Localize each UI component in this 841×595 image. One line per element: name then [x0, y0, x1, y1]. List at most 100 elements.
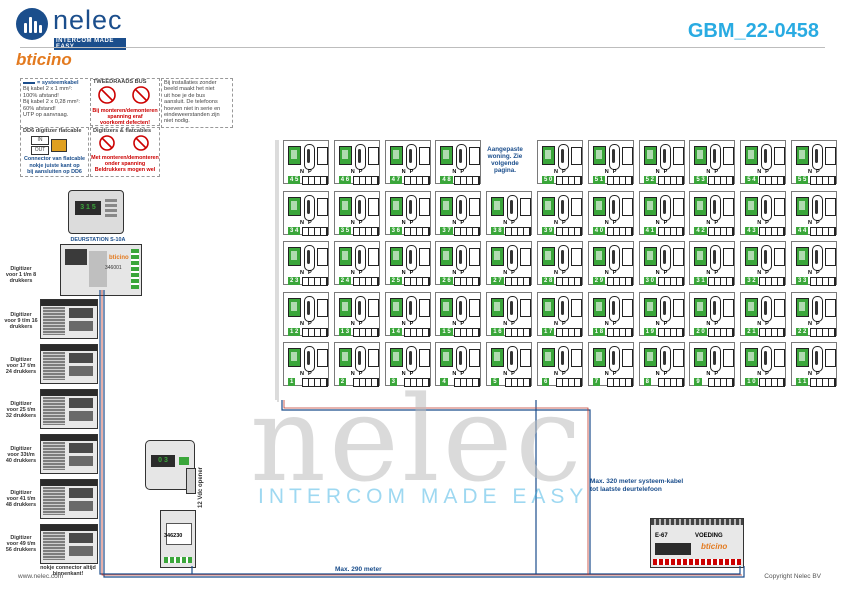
switch-icon [672, 147, 684, 165]
keypad-icon [338, 297, 352, 317]
apartment-number: 1 5 [440, 327, 453, 336]
handset-icon [608, 144, 620, 170]
switch-icon [723, 248, 735, 266]
terminal-block [403, 226, 430, 236]
apartment-number: 4 1 [643, 226, 656, 235]
switch-icon [571, 197, 582, 216]
terminal-block [810, 176, 836, 185]
terminal-block [302, 378, 328, 387]
terminal-block [810, 277, 836, 286]
keypad-icon [288, 297, 301, 317]
apartment-number: 7 [592, 378, 601, 386]
apartment-number: 2 8 [542, 277, 555, 285]
handset-icon [710, 295, 722, 322]
footer-website[interactable]: www.nelec.com [18, 573, 64, 580]
apartment-number: 6 [542, 378, 550, 386]
keypad-icon [694, 297, 708, 317]
keypad-icon [592, 247, 606, 266]
keypad-icon [643, 196, 657, 216]
np-label: NP [706, 270, 723, 276]
handset-icon [761, 245, 773, 271]
keypad-icon [491, 297, 505, 317]
terminal-block [556, 176, 582, 185]
digitizer-label: Digitizer voor 1 t/m 8 drukkers [5, 266, 37, 285]
handset-icon [507, 245, 519, 271]
digitizer-label: Digitizer voor 17 t/m 24 drukkers [5, 356, 37, 375]
handset-icon [558, 144, 569, 170]
terminal-block [657, 226, 684, 236]
door-station-label: DEURSTATION S-10A [70, 237, 126, 243]
keypad-icon [288, 348, 301, 367]
keypad-icon [592, 348, 606, 367]
np-label: NP [554, 169, 570, 175]
keypad-icon [694, 348, 708, 367]
apartment-number: 1 8 [592, 327, 606, 336]
handset-icon [354, 346, 366, 372]
switch-icon [469, 248, 481, 266]
switch-icon [317, 197, 328, 216]
handset-icon [710, 144, 722, 170]
terminal-block [606, 378, 633, 387]
handset-icon [761, 144, 773, 170]
keypad-icon [288, 196, 301, 216]
brand-name: nelec [53, 5, 123, 35]
terminal-block [302, 277, 328, 286]
switch-icon [469, 197, 481, 216]
keypad-icon [389, 297, 403, 317]
terminal-block [759, 277, 786, 286]
apartment-number: 3 8 [491, 226, 504, 235]
handset-icon [558, 295, 569, 322]
handset-icon [659, 144, 671, 170]
apartment-number: 5 3 [694, 176, 707, 184]
adjusted-unit-note: Aangepaste woning. Zie volgende pagina. [487, 146, 523, 174]
apartment-number: 4 [440, 378, 448, 386]
terminal-block [352, 226, 379, 236]
digitizer-module [40, 389, 98, 429]
switch-icon [418, 298, 430, 317]
handset-icon [354, 144, 366, 170]
switch-icon [317, 248, 328, 266]
np-label: NP [655, 219, 672, 226]
terminal-block [352, 277, 379, 286]
keypad-icon [542, 196, 555, 216]
np-label: NP [808, 219, 824, 226]
apartment-number: 1 2 [288, 327, 301, 336]
power-supply: E-67 VOEDING bticino [650, 518, 744, 568]
np-label: NP [300, 371, 316, 377]
terminal-block [810, 378, 836, 387]
np-label: NP [300, 320, 316, 327]
apartment-number: 3 4 [288, 226, 301, 235]
switch-icon [520, 248, 532, 266]
np-label: NP [757, 169, 773, 175]
keypad-icon [338, 348, 352, 367]
apartment-number: 3 7 [440, 226, 453, 235]
np-label: NP [604, 169, 621, 175]
switch-icon [774, 298, 786, 317]
apartment-number: 3 9 [542, 226, 555, 235]
max-system-cable-note: Max. 320 meter systeem-kabel tot laatste… [590, 478, 684, 493]
handset-icon [608, 346, 620, 372]
terminal-block [759, 378, 786, 387]
np-label: NP [604, 320, 621, 327]
np-label: NP [808, 169, 824, 175]
keypad-icon [745, 146, 759, 165]
terminal-block [759, 226, 786, 236]
